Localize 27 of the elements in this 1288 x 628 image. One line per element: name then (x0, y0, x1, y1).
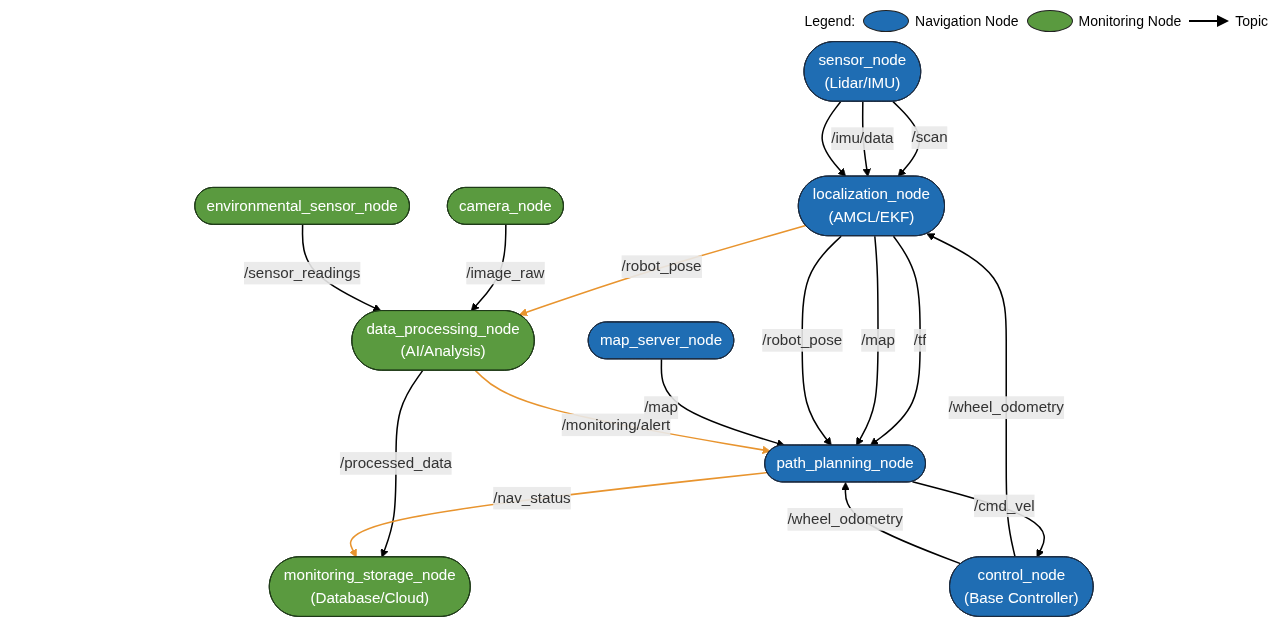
edge-label: /wheel_odometry (787, 510, 903, 527)
edge-label: /sensor_readings (244, 264, 361, 281)
edge-label: /nav_status (493, 489, 571, 506)
arrow (911, 480, 1046, 558)
edge-label: /imu/data (831, 130, 894, 147)
arrow (869, 235, 921, 446)
edge-label: /wheel_odometry (948, 399, 1064, 416)
edge-label: /monitoring/alert (561, 416, 671, 433)
edge-label: /scan (911, 129, 948, 146)
arrow (821, 100, 846, 177)
edge-label: /processed_data (339, 454, 452, 472)
arrow (801, 235, 842, 446)
edge-label: /map (644, 399, 678, 416)
edge-label: /cmd_vel (974, 497, 1035, 514)
legend-text: Monitoring Node (1078, 13, 1182, 29)
arrow (474, 369, 771, 455)
edge-label: /robot_pose (762, 331, 843, 348)
arrow (380, 369, 424, 558)
arrow (926, 233, 1016, 558)
legend-text: Topic (1235, 13, 1268, 29)
edge-label: /map (861, 331, 895, 348)
edge-label: /tf (913, 331, 927, 348)
arrow (856, 235, 879, 446)
legend-text: Navigation Node (915, 13, 1019, 29)
edge-label: /robot_pose (621, 258, 702, 275)
edge-label: /image_raw (466, 264, 545, 281)
arrow (519, 224, 807, 317)
